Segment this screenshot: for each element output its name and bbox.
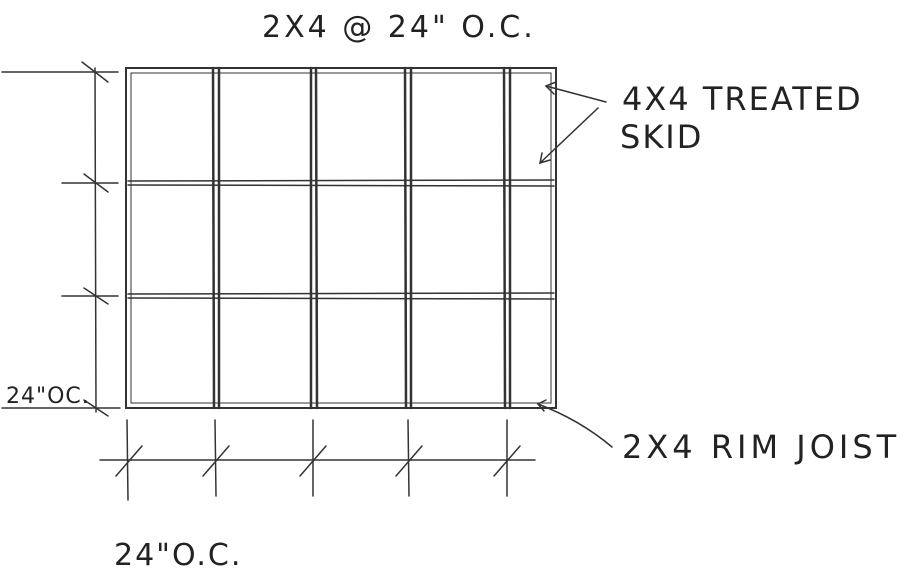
bottom-dimension-line — [99, 419, 536, 501]
vertical-skids — [211, 66, 512, 410]
joist-spacing-label: 2X4 @ 24" O.C. — [262, 10, 536, 45]
side-spacing-label: 24"OC. — [6, 384, 90, 409]
skid-label-line-2: SKID — [620, 118, 704, 156]
cross-joists — [127, 179, 555, 300]
rim-joist-frame — [125, 67, 557, 409]
skid-leader-arrows — [539, 81, 607, 165]
rim-joist-label: 2X4 RIM JOIST — [622, 428, 901, 466]
bottom-spacing-label: 24"O.C. — [114, 538, 243, 573]
left-dimension-line — [1, 61, 121, 417]
skid-label-line-1: 4X4 TREATED — [622, 80, 863, 118]
rim-joist-leader — [536, 399, 613, 448]
